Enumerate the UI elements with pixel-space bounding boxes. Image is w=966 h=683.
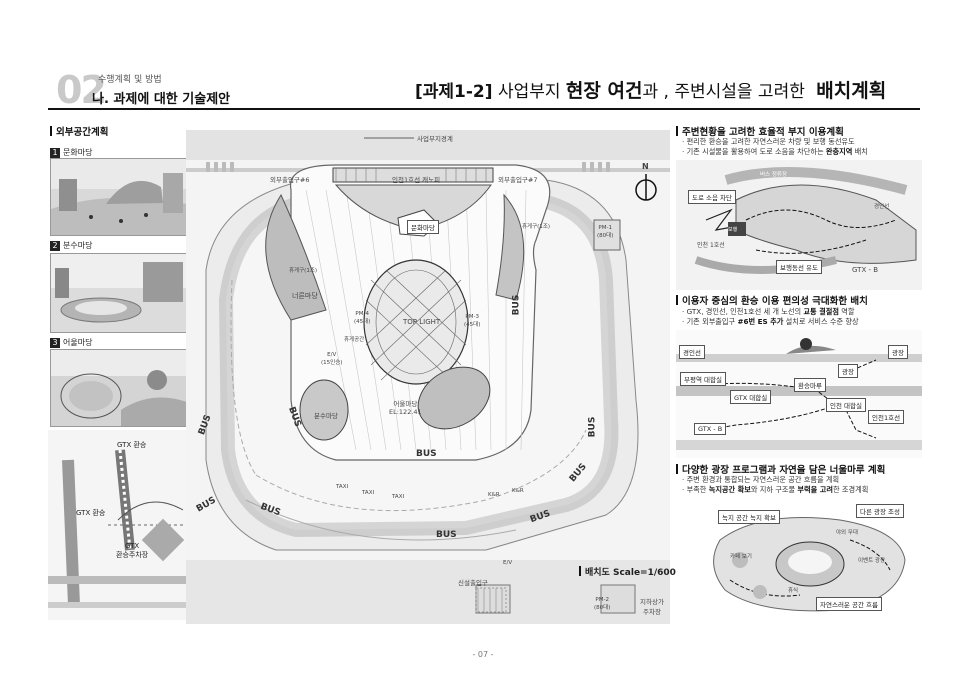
transfer-diagram bbox=[676, 330, 922, 458]
ev-label: E/V(15인승) bbox=[321, 352, 343, 366]
eoul-yard-image bbox=[50, 349, 188, 427]
fountain-yard-image bbox=[50, 253, 188, 333]
north-arrow-icon bbox=[635, 174, 657, 201]
new-entrance-label: 신설출입구 bbox=[458, 579, 488, 587]
header-divider bbox=[48, 108, 920, 110]
gtx-hall-label: GTX 대합실 bbox=[730, 390, 772, 404]
line1-label: 인천 1호선 bbox=[697, 242, 725, 249]
rest-space-label: 휴게공간 bbox=[344, 337, 365, 343]
rest-right-label: 휴게구(1조) bbox=[522, 224, 551, 230]
green-space-label: 녹지 공간 녹지 확보 bbox=[718, 510, 781, 524]
toplight-label: TOP LIGHT bbox=[403, 318, 441, 326]
gyeongin-station-label: 경인선 bbox=[679, 345, 705, 359]
right-section-3-title: 다양한 광장 프로그램과 자연을 담은 너울마루 계획 bbox=[676, 462, 885, 476]
entrance-7-label: 외부출입구#7 bbox=[498, 176, 538, 184]
bus-label: BUS bbox=[436, 530, 457, 540]
flow-label: 자연스러운 공간 흐름 bbox=[816, 597, 882, 611]
event-label: 이벤트 광장 bbox=[858, 558, 886, 564]
entrance-6-label: 외부출입구#6 bbox=[270, 176, 310, 184]
section-heading: 나. 과제에 대한 기술제안 bbox=[92, 92, 231, 107]
title-part-b: 현장 여건 bbox=[565, 80, 643, 102]
pm4-label: PM-4(45대) bbox=[354, 311, 371, 325]
neolun-yard-label: 너른마당 bbox=[292, 292, 318, 300]
ev-small-label: E/V bbox=[503, 560, 513, 566]
page-number: - 07 - bbox=[472, 650, 494, 659]
cafe-label: 카페 보기 bbox=[730, 554, 752, 560]
plaza-label: 다른 광장 조성 bbox=[856, 504, 905, 518]
section-subtitle: 수행계획 및 방법 bbox=[98, 75, 162, 85]
pm1-label: PM-1(80대) bbox=[597, 225, 614, 239]
site-plan bbox=[186, 130, 670, 624]
site-boundary-label: 사업부지경계 bbox=[417, 135, 453, 143]
square-label: 광장 bbox=[888, 345, 908, 359]
taxi-label: TAXI bbox=[362, 490, 375, 496]
connect-label: 환승마루 bbox=[794, 378, 826, 392]
walk-small-label: 보행 bbox=[728, 227, 738, 233]
kr-label: K&R bbox=[488, 492, 500, 498]
gyeongin-label: 경인선 bbox=[874, 204, 890, 210]
gtx-line-label: GTX - B bbox=[694, 423, 727, 435]
canopy-label: 인천1호선 캐노피 bbox=[392, 176, 441, 184]
s1-bullet-2: · 기존 시설물을 활용하여 도로 소음을 차단하는 완충지역 배치 bbox=[682, 147, 868, 156]
noise-block-label: 도로 소음 차단 bbox=[688, 190, 737, 204]
title-part-d: 배치계획 bbox=[816, 80, 887, 102]
incheon-line-label: 인천1호선 bbox=[868, 410, 905, 424]
stage-label: 야외 무대 bbox=[836, 530, 858, 536]
gtx-b-label: GTX - B bbox=[852, 266, 879, 274]
bus-label: BUS bbox=[587, 416, 598, 438]
gtx-transfer-left-label: GTX 환승 bbox=[76, 509, 106, 517]
s2-bullet-1: · GTX, 경인선, 인천1호선 세 개 노선의 교통 결절점 역할 bbox=[682, 307, 855, 316]
title-part-c: 과 , 주변시설을 고려한 bbox=[642, 82, 805, 102]
plan-scale: 배치도 Scale=1/600 bbox=[579, 565, 676, 578]
gtx-transfer-area bbox=[48, 430, 188, 620]
bus-label: BUS bbox=[511, 294, 522, 316]
taxi-label: TAXI bbox=[392, 494, 405, 500]
kr-label: K&R bbox=[512, 488, 524, 494]
bus-stop-label: 버스 정류장 bbox=[760, 172, 788, 178]
fountain-yard-label: 분수마당 bbox=[314, 412, 338, 420]
gtx-transfer-top-label: GTX 환승 bbox=[117, 441, 147, 449]
north-label: N bbox=[642, 162, 649, 171]
s1-bullet-1: · 편리한 환승을 고려한 자연스러운 차량 및 보행 동선유도 bbox=[682, 137, 855, 146]
s2-bullet-2: · 기존 외부출입구 #6번 ES 추가 설치로 서비스 수준 향상 bbox=[682, 317, 859, 326]
right-section-1-title: 주변현황을 고려한 효율적 부지 이용계획 bbox=[676, 124, 844, 138]
bus-label: BUS bbox=[416, 449, 437, 459]
s3-bullet-2: · 부족한 녹지공간 확보와 지하 구조물 부력을 고려한 조경계획 bbox=[682, 485, 869, 494]
pm3-label: PM-3(45대) bbox=[464, 314, 481, 328]
culture-yard-image bbox=[50, 158, 188, 236]
rest-label: 휴식 bbox=[788, 588, 799, 594]
title-part-a: 사업부지 bbox=[497, 82, 561, 102]
page-title: [과제1-2] 사업부지 현장 여건과 , 주변시설을 고려한 배치계획 bbox=[415, 76, 886, 103]
left-section-title: 외부공간계획 bbox=[50, 124, 108, 138]
taxi-label: TAXI bbox=[336, 484, 349, 490]
pm2-label: PM-2(80대) bbox=[594, 597, 611, 611]
culture-yard-label: 문화마당 bbox=[407, 220, 439, 234]
section-number: 02 bbox=[56, 68, 107, 112]
walk-guide-label: 보행동선 유도 bbox=[776, 260, 822, 274]
incheon-hall-label: 인천 대합실 bbox=[826, 398, 866, 412]
rest-left-label: 휴게구(1조) bbox=[289, 268, 318, 274]
title-prefix: [과제1-2] bbox=[415, 82, 493, 102]
concourse-label: 광장 bbox=[838, 364, 858, 378]
s3-bullet-1: · 주변 환경과 통합되는 자연스러운 공간 흐름을 계획 bbox=[682, 475, 840, 484]
bupyeong-hall-label: 부평역 대합실 bbox=[680, 372, 726, 386]
right-section-2-title: 이용자 중심의 환승 이용 편의성 극대화한 배치 bbox=[676, 293, 868, 307]
